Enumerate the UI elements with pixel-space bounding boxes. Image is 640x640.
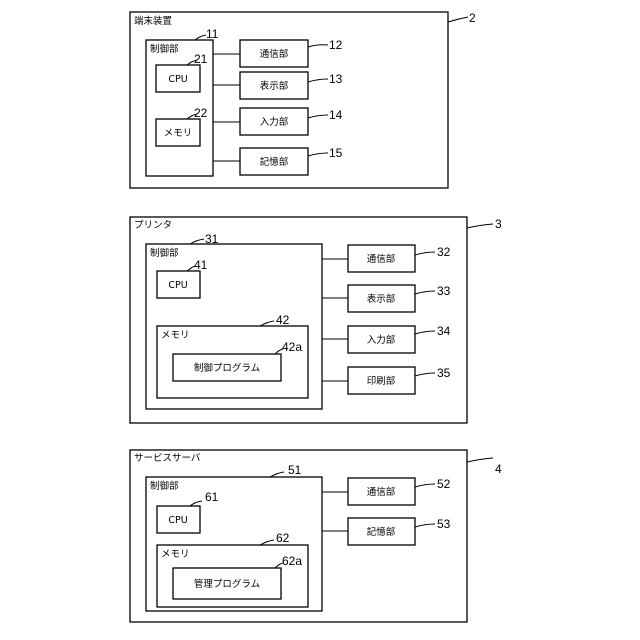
server-memory-label: メモリ <box>161 549 190 560</box>
printer-memory-label: メモリ <box>161 330 190 341</box>
terminal-memory-label: メモリ <box>164 128 193 139</box>
terminal-device-ref: 2 <box>469 11 476 25</box>
server-cpu-ref: 61 <box>205 490 219 504</box>
terminal-input-label: 入力部 <box>260 116 289 128</box>
service-server-title: サービスサーバ <box>134 453 201 464</box>
printer-display-ref: 33 <box>437 284 451 298</box>
printer-control-ref: 31 <box>205 232 219 246</box>
server-comm-ref: 52 <box>437 477 451 491</box>
terminal-storage-ref: 15 <box>329 146 343 160</box>
service-server-leader <box>467 458 493 462</box>
server-memory-ref: 62 <box>276 531 290 545</box>
service-server: サービスサーバ 4 制御部 51 CPU 61 メモリ 62 管理プログラム 6… <box>130 450 502 622</box>
terminal-cpu-label: CPU <box>168 74 187 85</box>
server-storage-ref: 53 <box>437 517 451 531</box>
printer-comm-ref: 32 <box>437 245 451 259</box>
printer-ref: 3 <box>495 217 502 231</box>
printer-leader <box>467 224 493 228</box>
printer-cpu-ref: 41 <box>194 258 208 272</box>
terminal-cpu-ref: 21 <box>194 52 208 66</box>
printer-memory-ref: 42 <box>276 313 290 327</box>
server-comm-label: 通信部 <box>367 486 396 498</box>
terminal-input-ref: 14 <box>329 108 343 122</box>
terminal-comm-label: 通信部 <box>260 48 289 60</box>
server-program-label: 管理プログラム <box>194 578 260 590</box>
terminal-device-title: 端末装置 <box>134 15 172 27</box>
terminal-storage-label: 記憶部 <box>260 156 289 168</box>
server-control-ref: 51 <box>288 463 302 477</box>
server-cpu-label: CPU <box>168 515 187 526</box>
terminal-display-ref: 13 <box>329 72 343 86</box>
server-control-label: 制御部 <box>150 480 179 492</box>
printer-control-label: 制御部 <box>150 247 179 259</box>
printer-print-ref: 35 <box>437 366 451 380</box>
terminal-control-ref: 11 <box>206 27 219 41</box>
printer-cpu-label: CPU <box>168 280 187 291</box>
terminal-control-label: 制御部 <box>150 43 179 55</box>
service-server-ref: 4 <box>495 462 502 476</box>
printer-display-label: 表示部 <box>367 293 396 305</box>
terminal-device: 端末装置 2 制御部 11 CPU 21 メモリ 22 通信部 12 表示部 1… <box>130 11 476 188</box>
printer-print-label: 印刷部 <box>367 375 396 387</box>
terminal-device-leader <box>448 17 468 22</box>
terminal-comm-ref: 12 <box>329 38 343 52</box>
printer-program-ref: 42a <box>282 340 302 354</box>
printer-comm-label: 通信部 <box>367 253 396 265</box>
printer: プリンタ 3 制御部 31 CPU 41 メモリ 42 制御プログラム 42a … <box>130 217 502 423</box>
terminal-memory-ref: 22 <box>194 106 208 120</box>
server-program-ref: 62a <box>282 554 302 568</box>
printer-program-label: 制御プログラム <box>194 362 260 374</box>
printer-input-label: 入力部 <box>367 334 396 346</box>
terminal-display-label: 表示部 <box>260 80 289 92</box>
server-storage-label: 記憶部 <box>367 526 396 538</box>
printer-title: プリンタ <box>134 220 172 231</box>
printer-input-ref: 34 <box>437 324 451 338</box>
